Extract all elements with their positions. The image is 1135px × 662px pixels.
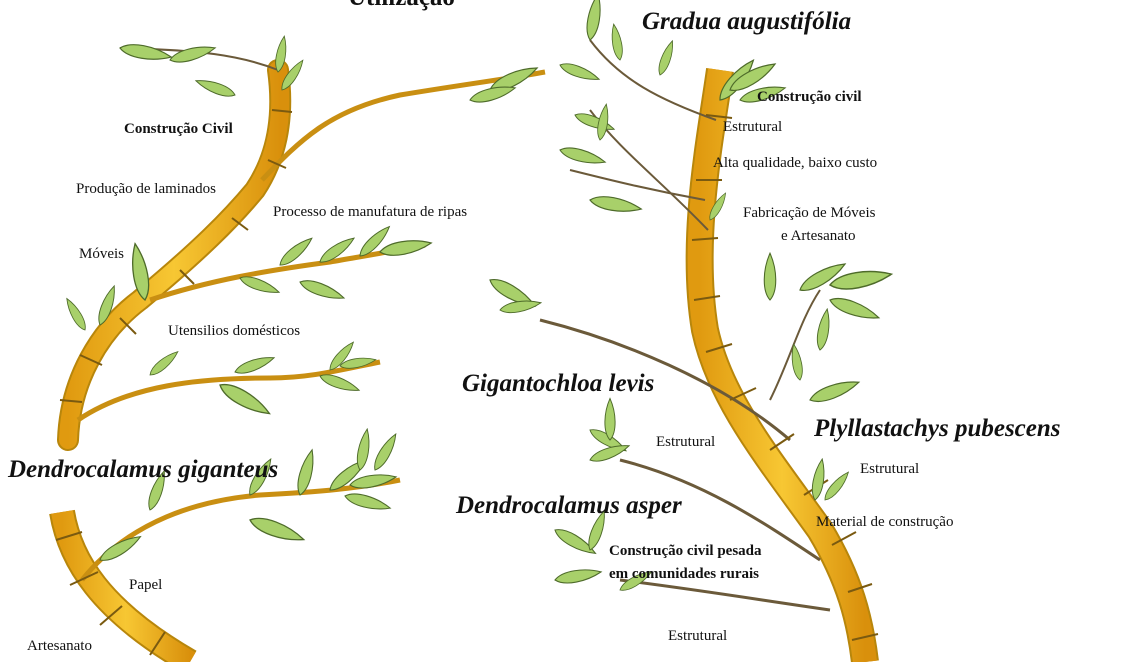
species-gigantochloa: Gigantochloa levis <box>462 370 654 399</box>
use-estrutural-plyllastachys: Estrutural <box>860 461 919 478</box>
species-gradua: Gradua augustifólia <box>642 8 851 37</box>
use-estrutural-gigantochloa: Estrutural <box>656 434 715 451</box>
use-estrutural-asper: Estrutural <box>668 628 727 645</box>
species-plyllastachys: Plyllastachys pubescens <box>814 415 1061 444</box>
use-laminados: Produção de laminados <box>76 181 216 198</box>
use-pesada-line1: Construção civil pesada <box>609 543 762 560</box>
use-utensilios: Utensilios domésticos <box>168 323 300 340</box>
use-estrutural-gradua: Estrutural <box>723 119 782 136</box>
use-construcao-civil-right: Construção civil <box>757 89 862 106</box>
species-dendro-giganteus: Dendrocalamus giganteus <box>8 456 278 485</box>
use-construcao-civil-left: Construção Civil <box>124 121 233 138</box>
use-pesada-line2: em comunidades rurais <box>609 566 759 583</box>
use-artesanato: Artesanato <box>27 638 92 655</box>
use-alta-qualidade: Alta qualidade, baixo custo <box>713 155 877 172</box>
diagram-title: Utilização <box>348 0 455 13</box>
use-fabricacao-line2: e Artesanato <box>781 228 856 245</box>
species-dendro-asper: Dendrocalamus asper <box>456 492 682 521</box>
use-papel: Papel <box>129 577 162 594</box>
use-moveis: Móveis <box>79 246 124 263</box>
use-ripas: Processo de manufatura de ripas <box>273 204 467 221</box>
use-fabricacao-line1: Fabricação de Móveis <box>743 205 875 222</box>
use-material-construcao: Material de construção <box>816 514 953 531</box>
